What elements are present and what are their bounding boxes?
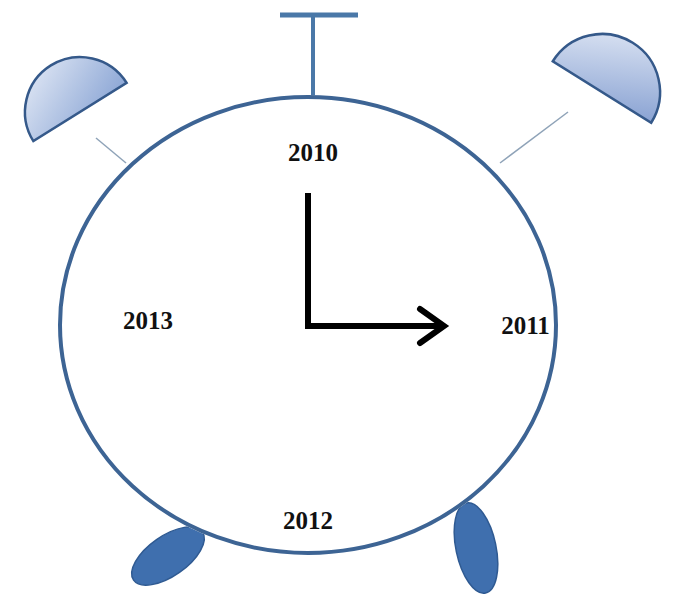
clock-face xyxy=(58,95,558,555)
year-label: 2010 xyxy=(288,140,338,165)
clock-foot xyxy=(447,499,505,597)
bell-stick xyxy=(96,138,126,163)
winding-stem xyxy=(280,13,358,18)
hand-arrowhead xyxy=(420,309,444,343)
clock-face: 2010 2013 2011 2012 xyxy=(58,95,558,555)
clock-rim xyxy=(60,97,556,553)
alarm-bell xyxy=(553,12,679,123)
winding-stem xyxy=(311,15,315,97)
alarm-bell xyxy=(4,36,126,141)
year-label: 2012 xyxy=(283,508,333,533)
bell-stick xyxy=(500,112,568,163)
year-label: 2011 xyxy=(501,313,550,338)
year-label: 2013 xyxy=(123,308,173,333)
